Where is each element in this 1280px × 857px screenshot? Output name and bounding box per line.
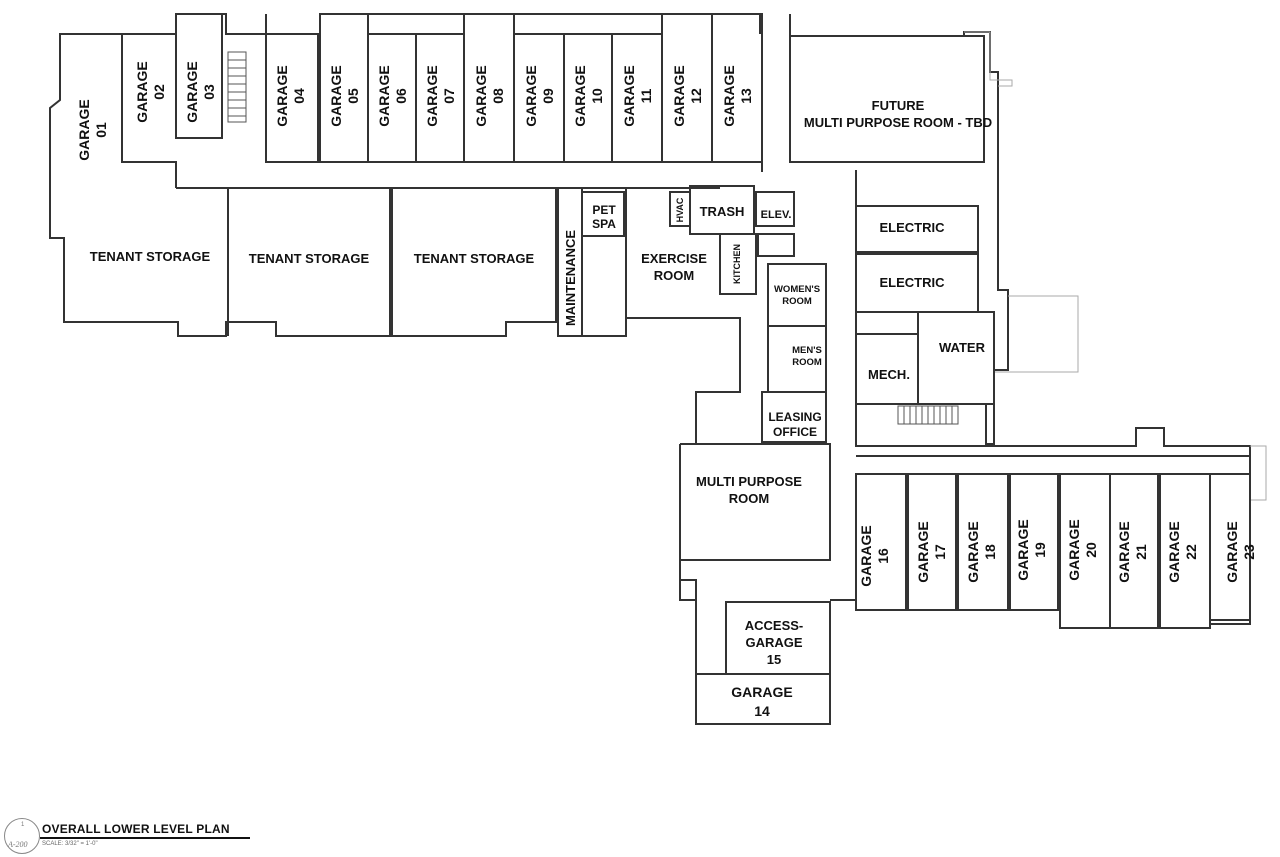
title-underline bbox=[40, 837, 250, 839]
garage-23-label: GARAGE23 bbox=[1224, 521, 1257, 582]
detail-callout-circle bbox=[4, 818, 40, 854]
garage-06-label: GARAGE06 bbox=[376, 65, 409, 126]
garage-04-label: GARAGE04 bbox=[274, 65, 307, 126]
hvac-label: HVAC bbox=[675, 197, 685, 222]
floor-plan: GARAGE01 GARAGE02 GARAGE03 GARAGE04 GARA… bbox=[49, 13, 1267, 725]
center-core-walls bbox=[669, 185, 856, 725]
mech-label: MECH. bbox=[868, 367, 910, 382]
garage-16-label: GARAGE16 bbox=[858, 525, 891, 586]
maintenance-label: MAINTENANCE bbox=[563, 230, 578, 326]
garage-07-label: GARAGE07 bbox=[424, 65, 457, 126]
garage-22-label: GARAGE22 bbox=[1166, 521, 1199, 582]
kitchen-label: KITCHEN bbox=[732, 244, 742, 284]
tenant-storage-1-label: TENANT STORAGE bbox=[90, 249, 211, 264]
garage-09-label: GARAGE09 bbox=[523, 65, 556, 126]
tenant-storage-2-label: TENANT STORAGE bbox=[249, 251, 370, 266]
drawing-scale: SCALE: 3/32" = 1'-0" bbox=[42, 841, 98, 847]
garage-03-label: GARAGE03 bbox=[184, 61, 217, 122]
tenant-storage-3-label: TENANT STORAGE bbox=[414, 251, 535, 266]
east-block-walls bbox=[789, 31, 1079, 447]
garage-17-label: GARAGE17 bbox=[915, 521, 948, 582]
garage-12-label: GARAGE12 bbox=[671, 65, 704, 126]
water-label: WATER bbox=[939, 340, 986, 355]
sheet-reference: A-200 bbox=[8, 840, 28, 849]
garage-08-label: GARAGE08 bbox=[473, 65, 506, 126]
garage-05-label: GARAGE05 bbox=[328, 65, 361, 126]
drawing-title: OVERALL LOWER LEVEL PLAN bbox=[42, 822, 230, 836]
drawing-title-block: 1 A-200 OVERALL LOWER LEVEL PLAN SCALE: … bbox=[2, 818, 262, 856]
trash-label: TRASH bbox=[700, 204, 745, 219]
elev-label: ELEV. bbox=[761, 209, 792, 221]
detail-number: 1 bbox=[21, 822, 25, 828]
west-wing-walls bbox=[49, 13, 791, 337]
garage-21-label: GARAGE21 bbox=[1116, 521, 1149, 582]
garage-20-label: GARAGE20 bbox=[1066, 519, 1099, 580]
garage-19-label: GARAGE19 bbox=[1015, 519, 1048, 580]
garage-01-label: GARAGE01 bbox=[76, 99, 109, 160]
electric-1-label: ELECTRIC bbox=[880, 220, 946, 235]
garage-13-label: GARAGE13 bbox=[721, 65, 754, 126]
southeast-garage-walls bbox=[855, 427, 1267, 629]
garage-18-label: GARAGE18 bbox=[965, 521, 998, 582]
electric-2-label: ELECTRIC bbox=[880, 275, 946, 290]
room-labels: GARAGE01 GARAGE02 GARAGE03 GARAGE04 GARA… bbox=[76, 61, 1257, 719]
garage-02-label: GARAGE02 bbox=[134, 61, 167, 122]
garage-11-label: GARAGE11 bbox=[621, 65, 654, 126]
garage-10-label: GARAGE10 bbox=[572, 65, 605, 126]
